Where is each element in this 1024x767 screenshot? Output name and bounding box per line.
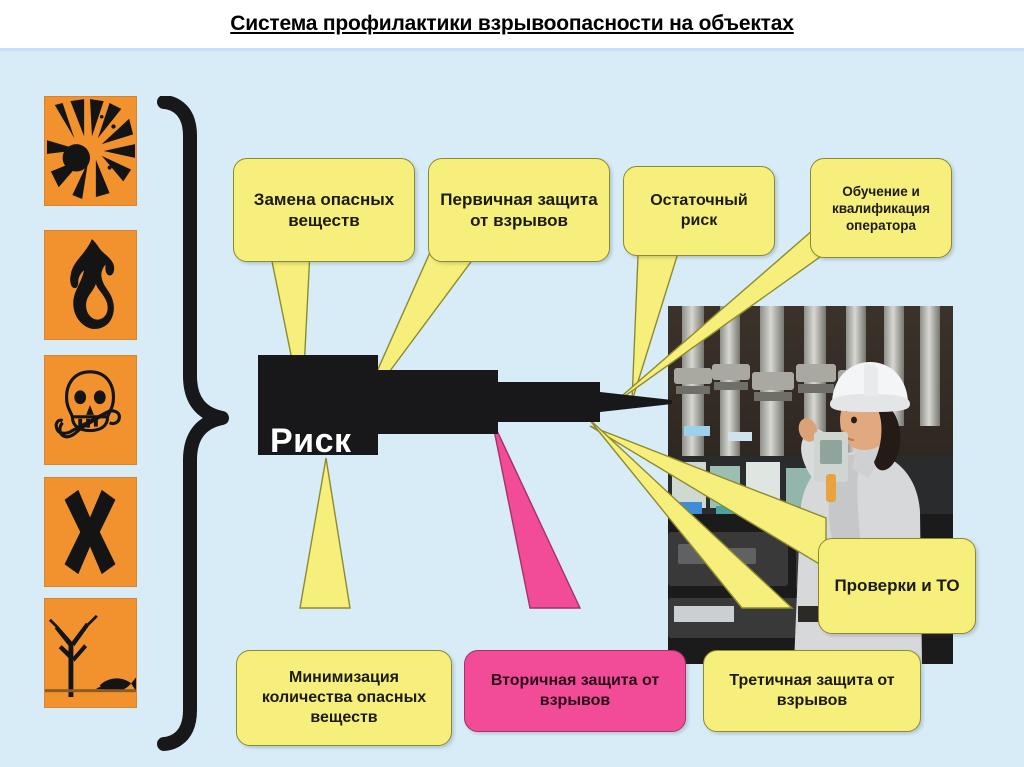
callout-ostatochnyy[interactable]: Остаточный риск [623, 166, 775, 256]
callout-pervichnaya-label: Первичная защита от взрывов [440, 189, 598, 230]
page-title: Система профилактики взрывоопасности на … [230, 12, 794, 35]
callout-proverki[interactable]: Проверки и ТО [818, 538, 976, 634]
skull-crossbones-icon [54, 370, 121, 439]
callout-vtorichnaya[interactable]: Вторичная защита от взрывов [464, 650, 686, 732]
tail-vtorichnaya [491, 419, 582, 609]
risk-block-label: Риск [270, 422, 352, 460]
hazard-pictogram-toxic [44, 355, 137, 465]
callout-proverki-label: Проверки и ТО [834, 576, 960, 596]
x-cross-icon [64, 489, 116, 575]
slide-header: Система профилактики взрывоопасности на … [0, 0, 1024, 48]
callout-ostatochnyy-label: Остаточный риск [650, 191, 748, 229]
callout-obuchenie[interactable]: Обучение и квалификация оператора [810, 158, 952, 258]
callout-tretichnaya[interactable]: Третичная защита от взрывов [703, 650, 921, 732]
callout-obuchenie-label: Обучение и квалификация оператора [831, 183, 931, 233]
hazard-pictogram-flammable [44, 230, 137, 340]
callout-pervichnaya[interactable]: Первичная защита от взрывов [428, 158, 610, 262]
diagram-canvas: Риск Замена опасных веществ Первичная за… [0, 48, 1024, 767]
explosion-icon [46, 99, 136, 199]
callout-minimizaciya[interactable]: Минимизация количества опасных веществ [236, 650, 452, 746]
hazard-pictogram-harmful [44, 477, 137, 587]
hazard-pictogram-environmental [44, 598, 137, 708]
tail-minimizaciya [299, 457, 351, 609]
callout-minimizaciya-label: Минимизация количества опасных веществ [261, 668, 427, 727]
callout-zamena-label: Замена опасных веществ [253, 189, 395, 230]
callout-zamena[interactable]: Замена опасных веществ [233, 158, 415, 262]
hazard-pictogram-explosive [44, 96, 137, 206]
callout-tretichnaya-label: Третичная защита от взрывов [729, 671, 895, 709]
dead-tree-fish-icon [45, 614, 136, 698]
flame-icon [70, 239, 115, 330]
callout-vtorichnaya-label: Вторичная защита от взрывов [490, 671, 660, 709]
